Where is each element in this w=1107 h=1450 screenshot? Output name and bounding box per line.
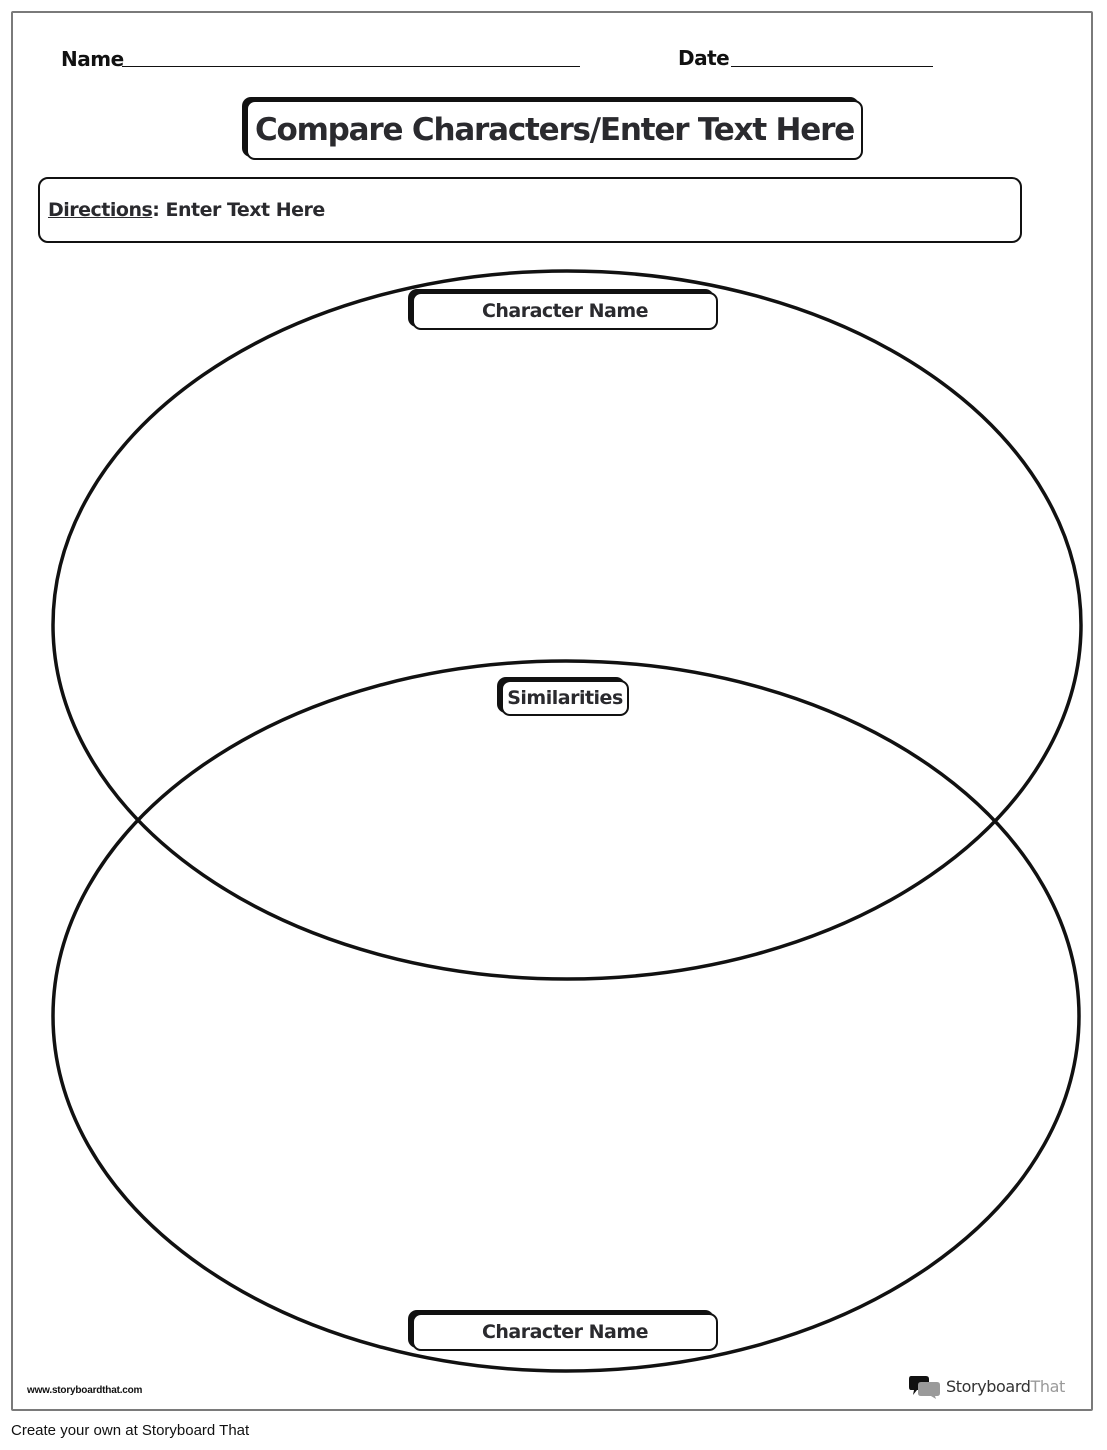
worksheet-title[interactable]: Compare Characters/Enter Text Here <box>246 100 863 160</box>
directions-text: Enter Text Here <box>159 199 326 221</box>
top-character-name-label[interactable]: Character Name <box>412 292 718 330</box>
storyboardthat-logo: StoryboardThat <box>908 1374 1065 1400</box>
site-url: www.storyboardthat.com <box>27 1385 143 1396</box>
directions-box[interactable]: Directions: Enter Text Here <box>38 177 1022 243</box>
top-character-ellipse[interactable] <box>51 269 1083 981</box>
name-field-line[interactable] <box>122 66 580 67</box>
brand-name-part1: Storyboard <box>946 1377 1031 1396</box>
name-label: Name <box>61 47 124 71</box>
directions-label: Directions <box>48 199 153 221</box>
bottom-character-name-label[interactable]: Character Name <box>412 1313 718 1351</box>
similarities-label[interactable]: Similarities <box>501 680 629 716</box>
date-label: Date <box>678 46 730 70</box>
bottom-character-ellipse[interactable] <box>51 659 1081 1373</box>
date-field-line[interactable] <box>731 66 933 67</box>
directions-separator: : <box>152 199 160 221</box>
brand-name-part2: That <box>1030 1377 1065 1396</box>
create-your-own-link[interactable]: Create your own at Storyboard That <box>11 1422 250 1439</box>
speech-bubbles-icon <box>909 1376 940 1399</box>
